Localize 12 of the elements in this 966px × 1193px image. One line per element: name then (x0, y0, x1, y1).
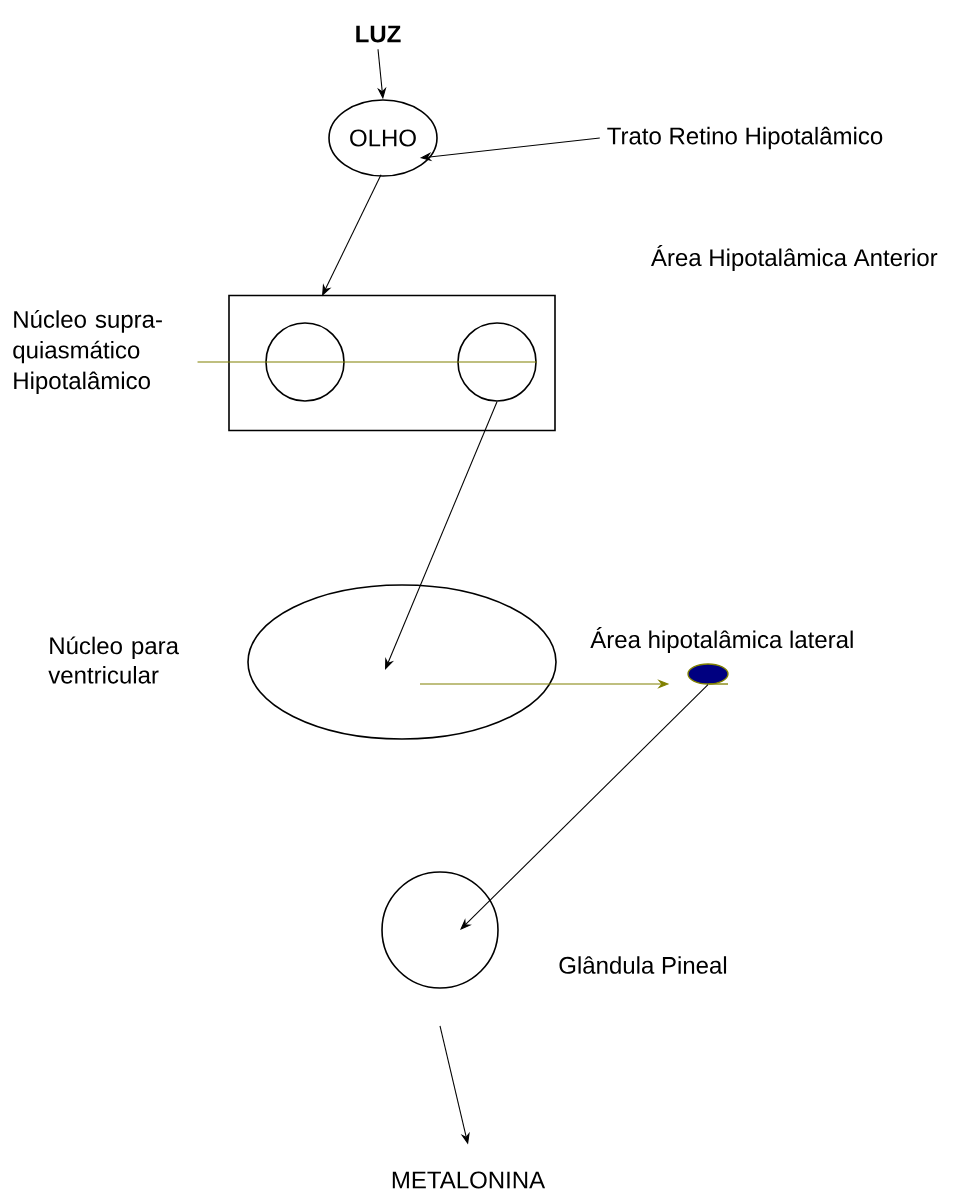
node-label: Glândula Pineal (559, 956, 727, 974)
text-label: LUZ (356, 25, 401, 43)
node-label: Área hipotalâmica lateral (590, 627, 853, 653)
text-label: Núcleo supra-quiasmático Hipotalâmico (13, 310, 162, 394)
arrow (385, 401, 498, 670)
text-label: Trato Retino Hipotalâmico (607, 126, 883, 150)
circle-shape (457, 322, 537, 402)
node-label: Área Hipotalâmica Anterior (651, 245, 938, 271)
text-label: METALONINA (392, 1171, 546, 1189)
circle-shape (265, 322, 345, 402)
arrow (460, 684, 709, 930)
node-label: Núcleo para ventricular (48, 636, 179, 684)
